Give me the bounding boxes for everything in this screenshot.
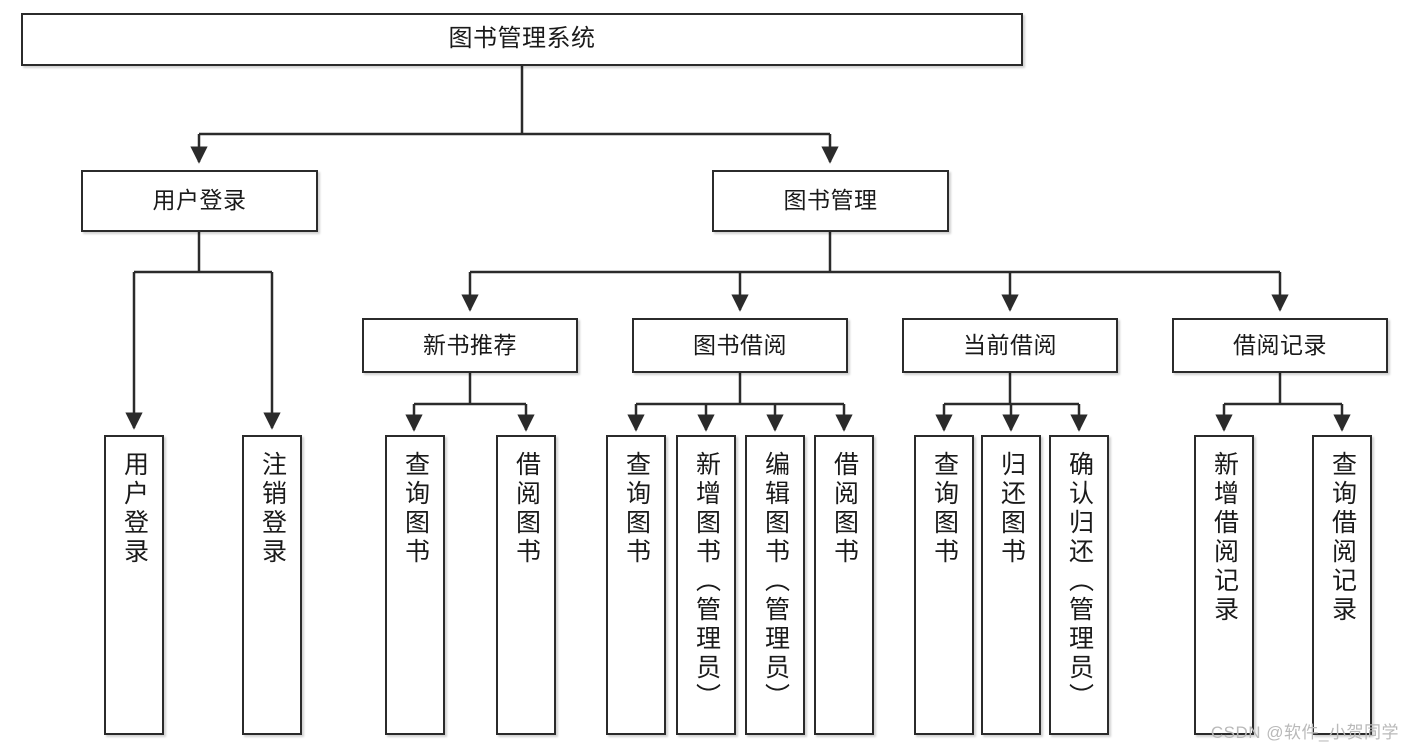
node-leaf-user-login-label: 用户登录: [120, 451, 149, 567]
node-leaf-query-record[interactable]: 查询借阅记录: [1312, 435, 1372, 735]
node-book-borrow[interactable]: 图书借阅: [632, 318, 848, 373]
node-leaf-borrow-book-2[interactable]: 借阅图书: [814, 435, 874, 735]
node-leaf-query-book-2[interactable]: 查询图书: [606, 435, 666, 735]
node-leaf-query-book-3-label: 查询图书: [930, 451, 959, 567]
node-leaf-add-book[interactable]: 新增图书（管理员）: [676, 435, 736, 735]
node-leaf-add-book-label: 新增图书（管理员）: [692, 451, 721, 712]
node-book-borrow-label: 图书借阅: [693, 331, 787, 358]
node-leaf-borrow-book-1-label: 借阅图书: [512, 451, 541, 567]
node-leaf-add-record-label: 新增借阅记录: [1210, 451, 1239, 625]
node-new-book-recommend-label: 新书推荐: [423, 331, 517, 358]
node-leaf-return-book-label: 归还图书: [997, 451, 1026, 567]
node-leaf-query-book-1[interactable]: 查询图书: [385, 435, 445, 735]
node-leaf-user-login[interactable]: 用户登录: [104, 435, 164, 735]
node-leaf-query-book-2-label: 查询图书: [622, 451, 651, 567]
node-leaf-query-book-3[interactable]: 查询图书: [914, 435, 974, 735]
node-new-book-recommend[interactable]: 新书推荐: [362, 318, 578, 373]
node-root[interactable]: 图书管理系统: [21, 13, 1023, 66]
node-current-borrow-label: 当前借阅: [963, 331, 1057, 358]
node-leaf-return-book[interactable]: 归还图书: [981, 435, 1041, 735]
node-leaf-add-record[interactable]: 新增借阅记录: [1194, 435, 1254, 735]
node-borrow-record-label: 借阅记录: [1233, 331, 1327, 358]
node-leaf-query-record-label: 查询借阅记录: [1328, 451, 1357, 625]
node-leaf-borrow-book-2-label: 借阅图书: [830, 451, 859, 567]
node-leaf-confirm-return-label: 确认归还（管理员）: [1065, 451, 1094, 712]
node-book-management[interactable]: 图书管理: [712, 170, 949, 232]
node-leaf-edit-book[interactable]: 编辑图书（管理员）: [745, 435, 805, 735]
node-user-login-label: 用户登录: [152, 187, 247, 214]
node-leaf-logout-login-label: 注销登录: [258, 451, 287, 567]
node-leaf-logout-login[interactable]: 注销登录: [242, 435, 302, 735]
node-book-management-label: 图书管理: [783, 187, 878, 214]
node-leaf-query-book-1-label: 查询图书: [401, 451, 430, 567]
node-borrow-record[interactable]: 借阅记录: [1172, 318, 1388, 373]
node-root-label: 图书管理系统: [448, 25, 596, 53]
node-leaf-confirm-return[interactable]: 确认归还（管理员）: [1049, 435, 1109, 735]
node-current-borrow[interactable]: 当前借阅: [902, 318, 1118, 373]
node-user-login[interactable]: 用户登录: [81, 170, 318, 232]
node-leaf-borrow-book-1[interactable]: 借阅图书: [496, 435, 556, 735]
csdn-watermark: CSDN @软件_小贺同学: [1210, 723, 1399, 742]
node-leaf-edit-book-label: 编辑图书（管理员）: [761, 451, 790, 712]
